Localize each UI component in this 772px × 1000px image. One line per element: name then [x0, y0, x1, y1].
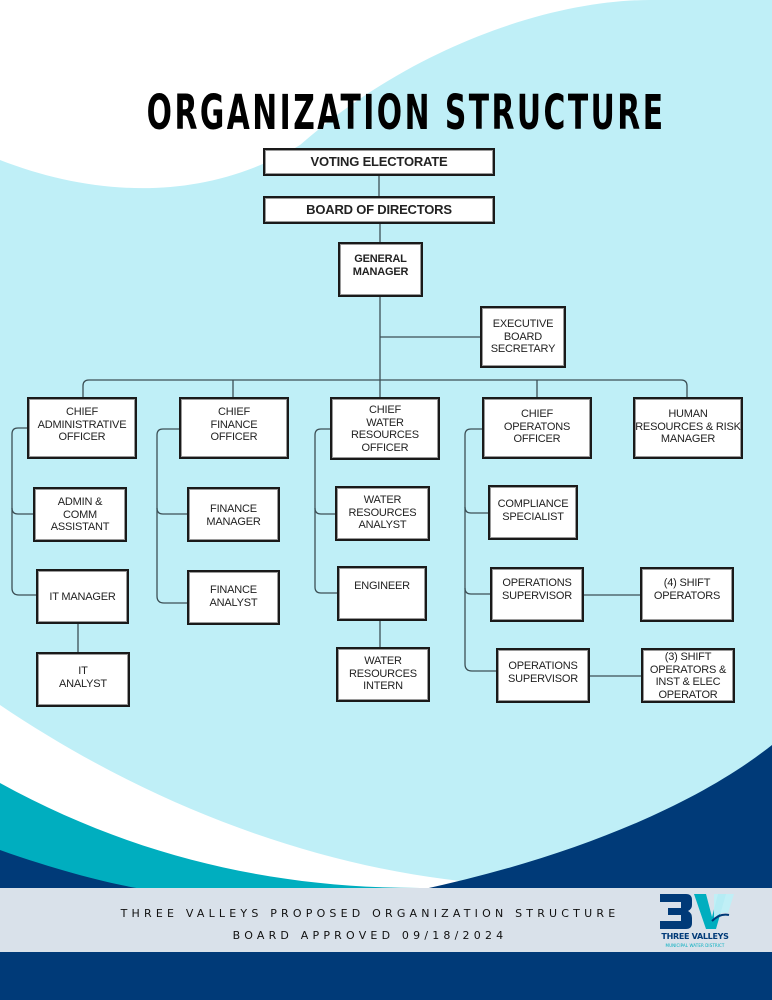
footer-approval: BOARD APPROVED 09/18/2024: [232, 929, 508, 942]
org-box-finance-analyst: FINANCE ANALYST: [187, 570, 280, 625]
org-box-operations-supervisor-2: OPERATIONS SUPERVISOR: [496, 648, 590, 703]
org-box-it-manager: IT MANAGER: [36, 569, 129, 624]
three-valleys-logo-icon: [660, 894, 734, 929]
org-box-compliance-specialist: COMPLIANCE SPECIALIST: [488, 485, 578, 540]
org-box-water-resources-intern: WATER RESOURCES INTERN: [336, 647, 430, 702]
org-box-general-manager: GENERAL MANAGER: [338, 242, 423, 297]
org-box-chief-administrative-officer: CHIEF ADMINISTRATIVE OFFICER: [27, 397, 137, 459]
org-box-shift-operators-3: (3) SHIFT OPERATORS & INST & ELEC OPERAT…: [641, 648, 735, 703]
org-box-admin-comm-assistant: ADMIN & COMM ASSISTANT: [33, 487, 127, 542]
org-box-chief-water-resources-officer: CHIEF WATER RESOURCES OFFICER: [330, 397, 440, 460]
footer-navy-bar: [0, 952, 772, 1000]
footer-title: THREE VALLEYS PROPOSED ORGANIZATION STRU…: [120, 907, 620, 920]
org-box-chief-finance-officer: CHIEF FINANCE OFFICER: [179, 397, 289, 459]
navy-right-wave: [420, 745, 772, 890]
org-box-engineer: ENGINEER: [337, 566, 427, 621]
navy-left-wedge: [0, 850, 150, 890]
org-box-shift-operators-4: (4) SHIFT OPERATORS: [640, 567, 734, 622]
org-box-operations-supervisor-1: OPERATIONS SUPERVISOR: [490, 567, 584, 622]
org-box-water-resources-analyst: WATER RESOURCES ANALYST: [335, 486, 430, 541]
org-box-voting-electorate: VOTING ELECTORATE: [263, 148, 495, 176]
org-box-finance-manager: FINANCE MANAGER: [187, 487, 280, 542]
org-box-it-analyst: IT ANALYST: [36, 652, 130, 707]
org-box-board-of-directors: BOARD OF DIRECTORS: [263, 196, 495, 224]
org-box-chief-operations-officer: CHIEF OPERATONS OFFICER: [482, 397, 592, 459]
logo-name: THREE VALLEYS: [661, 932, 729, 941]
footer-band: [0, 888, 772, 952]
page-title: ORGANIZATION STRUCTURE: [146, 85, 666, 141]
org-box-hr-risk-manager: HUMAN RESOURCES & RISK MANAGER: [633, 397, 743, 459]
teal-swoosh: [0, 783, 420, 900]
logo-subtitle: MUNICIPAL WATER DISTRICT: [665, 943, 725, 948]
org-box-executive-board-secretary: EXECUTIVE BOARD SECRETARY: [480, 306, 566, 368]
